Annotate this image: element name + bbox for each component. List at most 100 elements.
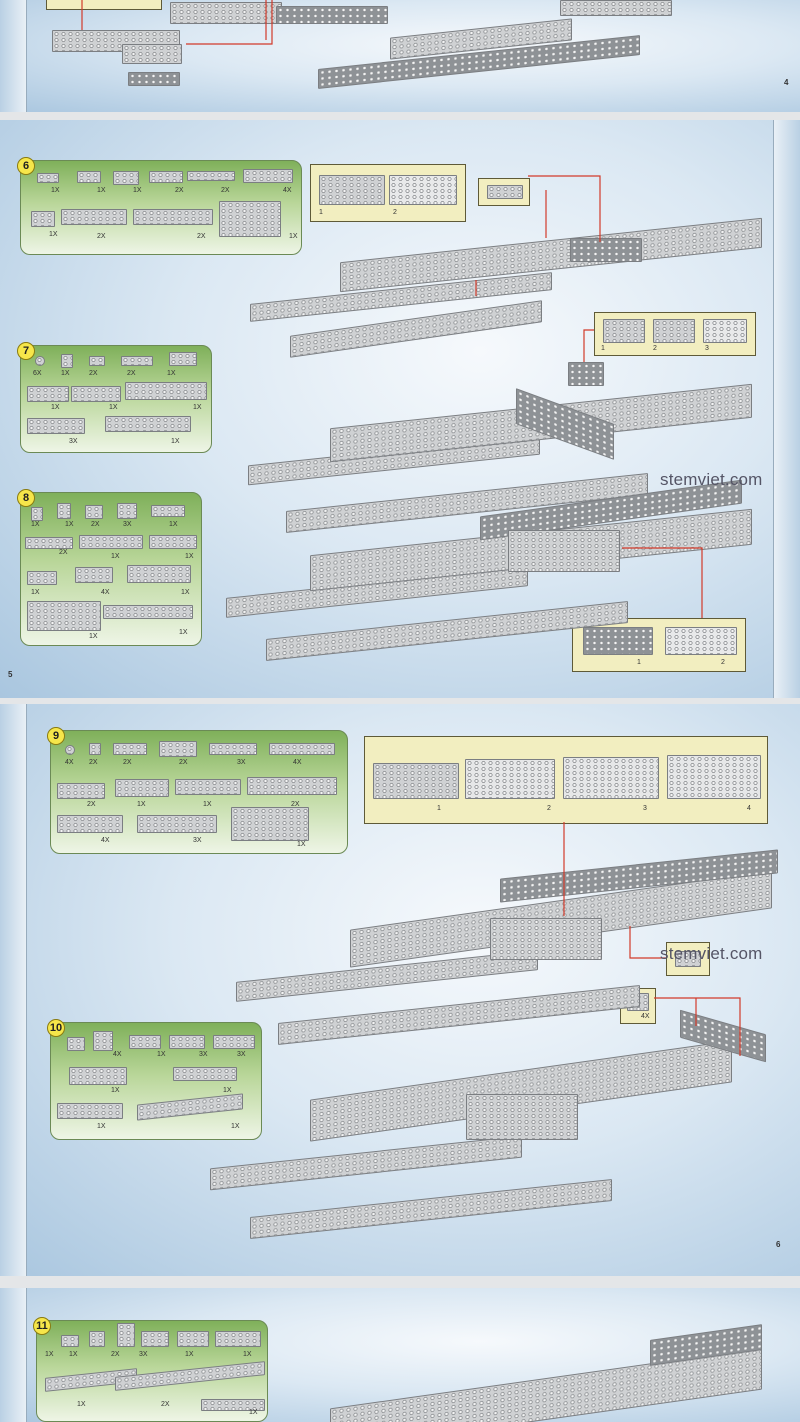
quantity-label: 2X — [127, 370, 136, 377]
quantity-label: 3X — [237, 759, 246, 766]
brick — [35, 356, 45, 366]
callout-box: 1 2 3 — [594, 312, 756, 356]
brick — [560, 0, 672, 16]
callout-quantity-label: 4X — [641, 1013, 650, 1020]
brick — [175, 779, 241, 795]
brick — [231, 807, 309, 841]
quantity-label: 2X — [87, 801, 96, 808]
model-hull-piece — [508, 530, 620, 572]
binder-edge-left — [0, 704, 27, 1276]
watermark: stemviet.com — [660, 470, 763, 489]
brick — [603, 319, 645, 343]
quantity-label: 1X — [97, 1123, 106, 1130]
quantity-label: 1X — [109, 404, 118, 411]
brick — [57, 815, 123, 833]
brick — [247, 777, 337, 795]
brick — [113, 171, 139, 185]
page-4: 4 — [0, 0, 800, 112]
quantity-label: 2X — [111, 1351, 120, 1358]
arrow-lines — [81, 0, 273, 45]
brick — [215, 1331, 261, 1347]
brick — [213, 1035, 255, 1049]
brick — [703, 319, 747, 343]
brick — [141, 1331, 169, 1347]
brick — [187, 171, 235, 181]
page-number: 6 — [776, 1240, 781, 1249]
brick — [563, 757, 659, 799]
callout-step-label: 3 — [643, 805, 647, 812]
brick — [25, 537, 73, 549]
brick — [31, 507, 43, 521]
brick — [105, 416, 191, 432]
brick — [127, 565, 191, 583]
brick — [61, 1335, 79, 1347]
binder-edge-left — [0, 1288, 27, 1422]
brick — [57, 1103, 123, 1119]
brick — [137, 815, 217, 833]
model-hull-piece — [466, 1094, 578, 1140]
brick — [117, 1323, 135, 1347]
callout-box — [666, 942, 710, 976]
brick — [219, 201, 281, 237]
quantity-label: 2X — [161, 1401, 170, 1408]
quantity-label: 1X — [51, 404, 60, 411]
callout-step-label: 2 — [721, 659, 725, 666]
binder-edge-left — [0, 0, 27, 112]
brick — [122, 44, 182, 64]
arrow-lines — [475, 175, 703, 618]
quantity-label: 1X — [179, 629, 188, 636]
quantity-label: 1X — [89, 633, 98, 640]
callout-step-label: 1 — [437, 805, 441, 812]
brick — [129, 1035, 161, 1049]
brick — [128, 72, 180, 86]
brick — [117, 503, 137, 519]
page-gap — [0, 1276, 800, 1288]
brick — [151, 505, 185, 517]
quantity-label: 3X — [69, 438, 78, 445]
quantity-label: 1X — [289, 233, 298, 240]
step-number: 10 — [47, 1019, 65, 1037]
brick — [653, 319, 695, 343]
quantity-label: 1X — [31, 589, 40, 596]
brick — [149, 171, 183, 183]
brick — [31, 211, 55, 227]
quantity-label: 2X — [89, 370, 98, 377]
brick — [61, 354, 73, 368]
brick — [373, 763, 459, 799]
callout-box — [478, 178, 530, 206]
quantity-label: 2X — [197, 233, 206, 240]
quantity-label: 1X — [111, 1087, 120, 1094]
quantity-label: 1X — [223, 1087, 232, 1094]
quantity-label: 1X — [171, 438, 180, 445]
quantity-label: 1X — [61, 370, 70, 377]
parts-box-step-10: 10 4X 1X 3X 3X 1X 1X 1X 1X — [47, 1019, 262, 1140]
quantity-label: 1X — [97, 187, 106, 194]
page-number: 5 — [8, 670, 13, 679]
model-hull-piece — [570, 238, 642, 262]
quantity-label: 1X — [203, 801, 212, 808]
brick — [67, 1037, 85, 1051]
quantity-label: 1X — [167, 370, 176, 377]
brick — [667, 755, 761, 799]
brick — [79, 535, 143, 549]
brick — [27, 418, 85, 434]
page-gap — [0, 698, 800, 704]
brick — [77, 171, 101, 183]
brick — [85, 505, 103, 519]
brick — [665, 627, 737, 655]
brick — [65, 745, 75, 755]
brick — [675, 951, 701, 967]
quantity-label: 2X — [123, 759, 132, 766]
callout-step-label: 1 — [601, 345, 605, 352]
brick — [149, 535, 197, 549]
brick — [115, 779, 169, 797]
arrow-lines — [563, 822, 741, 1056]
quantity-label: 3X — [123, 521, 132, 528]
model-hull-piece — [568, 362, 604, 386]
watermark: stemviet.com — [660, 944, 763, 963]
brick — [69, 1067, 127, 1085]
binder-edge-right — [773, 120, 800, 698]
quantity-label: 1X — [185, 1351, 194, 1358]
quantity-label: 2X — [59, 549, 68, 556]
callout-step-label: 1 — [319, 209, 323, 216]
